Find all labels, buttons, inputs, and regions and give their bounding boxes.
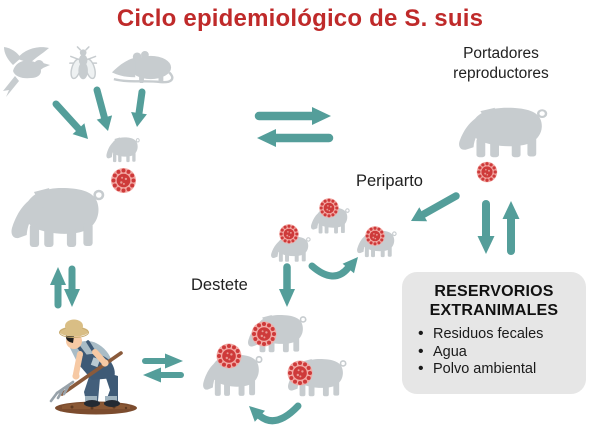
reservorios-box: RESERVORIOS EXTRANIMALES Residuos fecale… — [402, 272, 586, 394]
arrow-rat-to-piglet — [131, 88, 147, 127]
list-item: Residuos fecales — [416, 325, 586, 344]
arrow-curved-bottom — [249, 402, 302, 425]
label-destete: Destete — [191, 276, 248, 294]
virus-icon — [476, 161, 498, 183]
virus-icon — [287, 360, 313, 386]
arrow-to-periparto — [411, 192, 460, 222]
list-item: Polvo ambiental — [416, 360, 586, 379]
piglet-top-icon — [105, 136, 140, 163]
page-title: Ciclo epidemiológico de S. suis — [116, 5, 484, 32]
fly-icon — [68, 46, 98, 81]
virus-icon — [251, 321, 277, 347]
arrow-bird-to-piglet — [52, 100, 88, 139]
label-portadores-line2: reproductores — [453, 64, 549, 82]
farmer-illustration — [51, 320, 137, 415]
label-portadores-reproductores: Portadores reproductores — [421, 44, 581, 83]
list-item: Agua — [416, 343, 586, 362]
virus-icon — [279, 224, 299, 244]
sow-left-icon — [10, 186, 105, 249]
arrow-exchange-farmer — [50, 265, 80, 309]
bird-icon — [3, 47, 50, 97]
label-portadores-line1: Portadores — [463, 45, 539, 62]
virus-icon — [319, 198, 339, 218]
reservorios-title-line1: RESERVORIOS — [434, 283, 554, 300]
virus-icon — [216, 343, 242, 369]
sow-portadores-icon — [457, 106, 548, 159]
virus-icon — [111, 168, 136, 193]
rat-icon — [110, 49, 174, 85]
reservorios-title-line2: EXTRANIMALES — [429, 301, 559, 319]
label-periparto: Periparto — [356, 172, 423, 190]
arrow-destete-down — [279, 263, 295, 307]
arrow-fly-to-piglet — [93, 86, 113, 131]
arrow-exchange-reservorios — [477, 200, 520, 255]
arrow-curved-periparto — [308, 257, 358, 280]
arrow-exchange-farmer-pigs — [142, 353, 184, 383]
virus-icon — [365, 226, 385, 246]
arrow-exchange-top — [254, 107, 334, 147]
reservorios-list: Residuos fecales Agua Polvo ambiental — [416, 325, 586, 379]
reservorios-box-title: RESERVORIOS EXTRANIMALES — [402, 283, 586, 320]
